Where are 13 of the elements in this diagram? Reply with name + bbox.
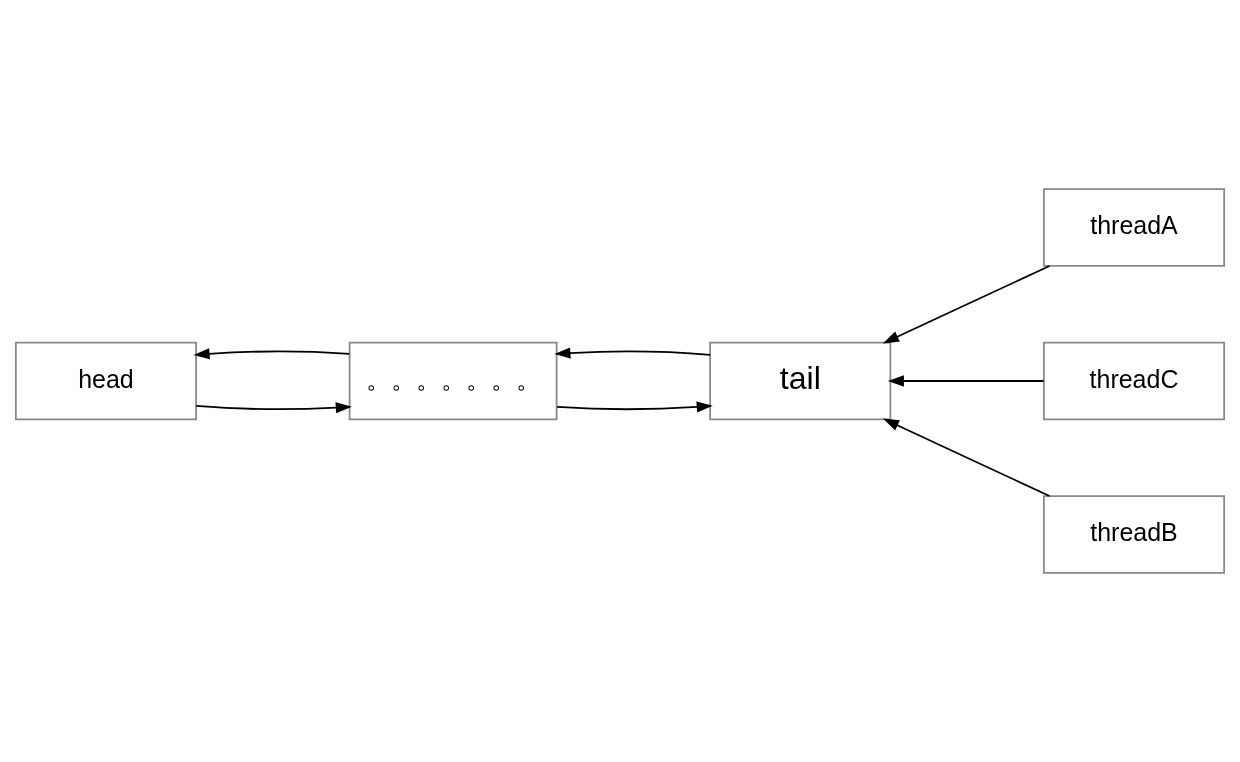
node-box: threadB	[1043, 495, 1226, 574]
arrow	[554, 347, 711, 359]
node-box: 。。。。。。。	[348, 341, 558, 421]
arrow	[193, 348, 351, 360]
arrow	[882, 265, 1051, 344]
node-box: head	[14, 341, 197, 421]
node-box: threadA	[1043, 188, 1226, 267]
arrow	[556, 401, 713, 413]
arrow	[195, 402, 352, 414]
node-box: threadC	[1043, 341, 1226, 421]
arrow	[887, 375, 1045, 387]
node-box: tail	[709, 341, 892, 421]
arrow	[882, 418, 1051, 497]
